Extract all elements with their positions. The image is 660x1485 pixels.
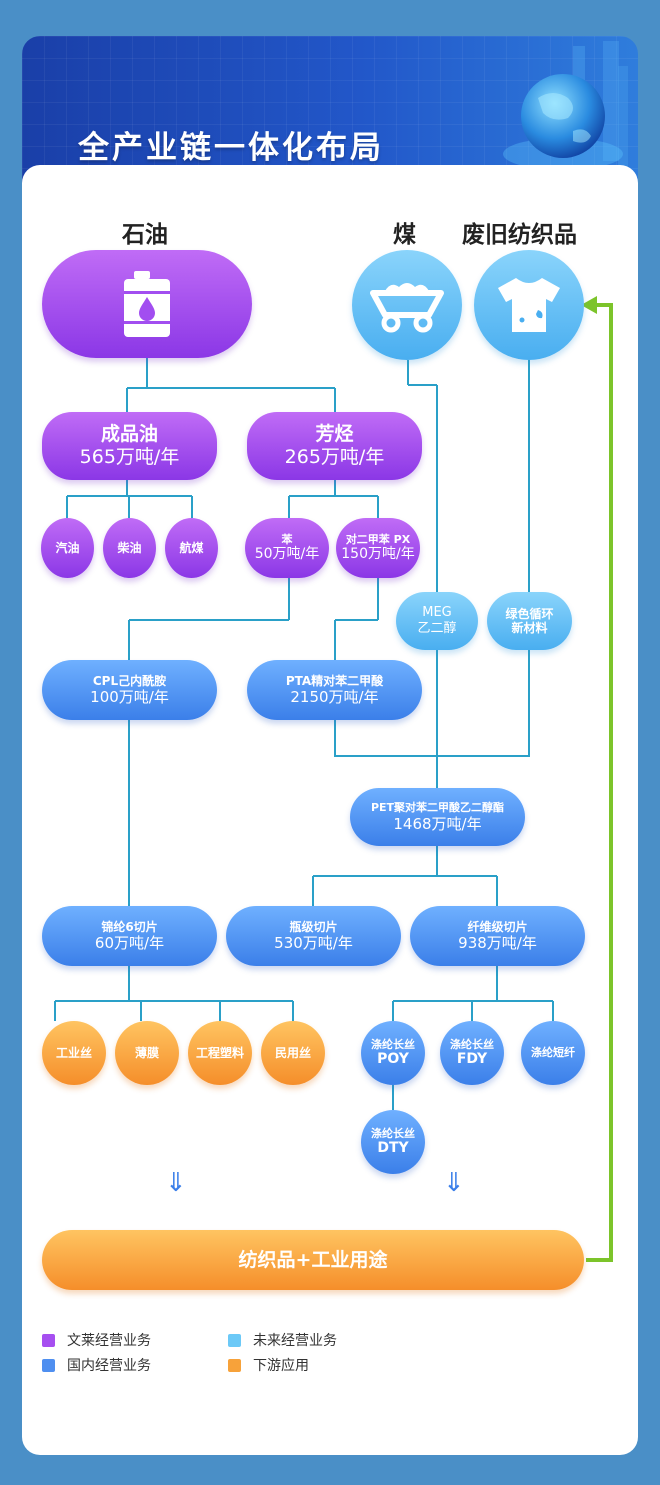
textile-node xyxy=(474,250,584,360)
film-node: 薄膜 xyxy=(115,1021,179,1085)
legend-label: 未来经营业务 xyxy=(253,1333,337,1349)
down-arrow-icon: ⇓ xyxy=(443,1168,465,1198)
legend-label: 文莱经营业务 xyxy=(67,1333,151,1349)
node-name: 涤纶长丝 xyxy=(450,1038,494,1051)
civil-yarn-node: 民用丝 xyxy=(261,1021,325,1085)
node-sub: 乙二醇 xyxy=(417,621,457,636)
page-title: 全产业链一体化布局 xyxy=(78,130,384,166)
node-name: 纤维级切片 xyxy=(467,919,528,934)
fiber-chip-node: 纤维级切片 938万吨/年 xyxy=(410,906,585,966)
node-name: PET聚对苯二甲酸乙二醇酯 xyxy=(370,801,505,815)
node-capacity: 50万吨/年 xyxy=(254,546,320,563)
cpl-node: CPL己内酰胺 100万吨/年 xyxy=(42,660,217,720)
staple-fiber-node: 涤纶短纤 xyxy=(521,1021,585,1085)
down-arrow-icon: ⇓ xyxy=(165,1168,187,1198)
node-name: 对二甲苯 PX xyxy=(345,533,411,546)
legend-swatch xyxy=(42,1358,55,1372)
nylon-chip-node: 锦纶6切片 60万吨/年 xyxy=(42,906,217,966)
node-name: 成品油 xyxy=(100,423,158,446)
dty-node: 涤纶长丝 DTY xyxy=(361,1110,425,1174)
legend-swatch xyxy=(42,1333,55,1347)
node-name: 苯 xyxy=(281,533,293,546)
engineering-plastic-node: 工程塑料 xyxy=(188,1021,252,1085)
bottle-chip-node: 瓶级切片 530万吨/年 xyxy=(226,906,401,966)
pet-node: PET聚对苯二甲酸乙二醇酯 1468万吨/年 xyxy=(350,788,525,846)
globe-icon xyxy=(503,41,628,176)
node-capacity: 60万吨/年 xyxy=(94,934,165,953)
poy-node: 涤纶长丝 POY xyxy=(361,1021,425,1085)
node-capacity: 2150万吨/年 xyxy=(290,688,379,707)
gasoline-node: 汽油 xyxy=(41,518,94,578)
node-sub: 新材料 xyxy=(511,621,548,635)
oil-node xyxy=(42,250,252,358)
diesel-node: 柴油 xyxy=(103,518,156,578)
node-capacity: 1468万吨/年 xyxy=(393,814,482,833)
node-name: 绿色循环 xyxy=(505,606,554,621)
legend-item: 未来经营业务 xyxy=(228,1330,337,1350)
node-name: 瓶级切片 xyxy=(289,919,338,934)
legend-label: 国内经营业务 xyxy=(67,1358,151,1374)
coal-cart-icon xyxy=(370,283,444,333)
legend-swatch xyxy=(228,1358,241,1372)
node-capacity: 938万吨/年 xyxy=(458,934,537,953)
aromatics-node: 芳烃 265万吨/年 xyxy=(247,412,422,480)
node-name: MEG xyxy=(422,605,452,621)
fdy-node: 涤纶长丝 FDY xyxy=(440,1021,504,1085)
source-label-textile: 废旧纺织品 xyxy=(462,222,577,248)
node-name: 芳烃 xyxy=(315,423,354,446)
jetfuel-node: 航煤 xyxy=(165,518,218,578)
node-capacity: 100万吨/年 xyxy=(90,688,169,707)
source-label-coal: 煤 xyxy=(393,222,416,248)
legend-item: 国内经营业务 xyxy=(42,1355,151,1375)
node-name: CPL己内酰胺 xyxy=(92,673,167,688)
node-name: PTA精对苯二甲酸 xyxy=(285,673,384,688)
source-label-oil: 石油 xyxy=(122,222,168,248)
header-banner: 全产业链一体化布局 xyxy=(22,36,638,216)
green-material-node: 绿色循环 新材料 xyxy=(487,592,572,650)
legend-item: 下游应用 xyxy=(228,1355,309,1375)
node-sub: POY xyxy=(377,1051,409,1068)
node-sub: DTY xyxy=(377,1140,409,1157)
legend-swatch xyxy=(228,1333,241,1347)
node-name: 涤纶长丝 xyxy=(371,1038,415,1051)
industrial-yarn-node: 工业丝 xyxy=(42,1021,106,1085)
node-name: 锦纶6切片 xyxy=(101,919,158,934)
oil-barrel-icon xyxy=(124,271,170,337)
node-name: 涤纶长丝 xyxy=(371,1127,415,1140)
node-capacity: 565万吨/年 xyxy=(79,446,180,468)
node-sub: FDY xyxy=(456,1051,488,1068)
refined-oil-node: 成品油 565万吨/年 xyxy=(42,412,217,480)
node-capacity: 265万吨/年 xyxy=(284,446,385,468)
pta-node: PTA精对苯二甲酸 2150万吨/年 xyxy=(247,660,422,720)
coal-node xyxy=(352,250,462,360)
px-node: 对二甲苯 PX 150万吨/年 xyxy=(336,518,420,578)
tshirt-icon xyxy=(498,278,560,332)
node-capacity: 150万吨/年 xyxy=(341,546,415,563)
benzene-node: 苯 50万吨/年 xyxy=(245,518,329,578)
legend-label: 下游应用 xyxy=(253,1358,309,1374)
final-application-node: 纺织品+工业用途 xyxy=(42,1230,584,1290)
legend-item: 文莱经营业务 xyxy=(42,1330,151,1350)
meg-node: MEG 乙二醇 xyxy=(396,592,478,650)
node-capacity: 530万吨/年 xyxy=(274,934,353,953)
